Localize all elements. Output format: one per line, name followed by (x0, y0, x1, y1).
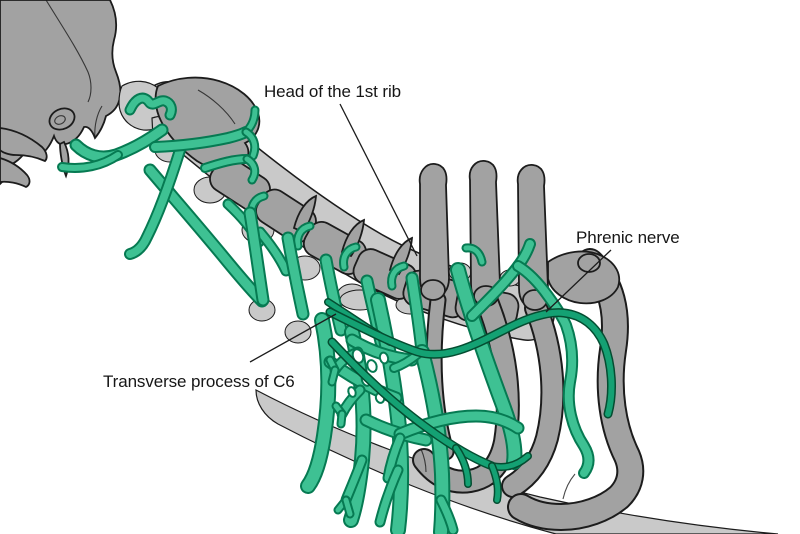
leader-transverse-process-c6 (249, 313, 337, 363)
rib-joint-line (562, 473, 576, 500)
leader-phrenic-nerve (545, 249, 612, 313)
leader-head-of-1st-rib (339, 103, 418, 257)
label-transverse-process-c6: Transverse process of C6 (103, 372, 295, 391)
skull-suture-line (45, 0, 92, 103)
costovertebral-mass (547, 250, 621, 305)
rib1-head (418, 163, 450, 298)
rib-joint-line (420, 448, 427, 473)
zygomatic-fragment (0, 127, 48, 163)
label-head-of-1st-rib: Head of the 1st rib (264, 82, 401, 101)
plexus-loop-hole (378, 351, 390, 365)
rib2-head (468, 160, 501, 304)
plexus-loop-hole (366, 359, 378, 373)
label-phrenic-nerve: Phrenic nerve (576, 228, 680, 247)
ear-canal (48, 107, 76, 131)
rib-head-knob (577, 253, 601, 273)
plexus-loop-hole (347, 386, 357, 398)
labels: Head of the 1st rib Phrenic nerve Transv… (103, 82, 680, 391)
